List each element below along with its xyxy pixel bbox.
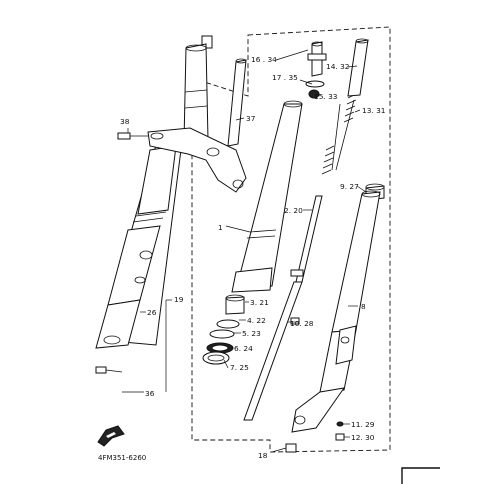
callout-9-27: 9. 27 (340, 182, 359, 191)
callout-15-33: 15. 33 (314, 92, 338, 101)
callout-11-29: 11. 29 (351, 420, 375, 429)
callout-4-22: 4. 22 (247, 316, 266, 325)
callout-2-20: 2. 20 (284, 206, 303, 215)
outer-tube-8 (291, 190, 381, 433)
front-direction-arrow-icon (97, 425, 125, 447)
callout-14-32: 14. 32 (326, 62, 350, 71)
callout-38: 38 (120, 117, 130, 126)
callout-8: 8 (361, 302, 366, 311)
fork-spring (321, 93, 357, 175)
leader-lines (122, 49, 367, 453)
callout-13-31: 13. 31 (362, 106, 386, 115)
callout-19: 19 (174, 295, 184, 304)
drain-bolt (335, 421, 345, 441)
spacer-14 (347, 38, 369, 97)
callout-36: 36 (145, 389, 155, 398)
drawing-code: 4FM351-6260 (98, 454, 146, 462)
callout-12-30: 12. 30 (351, 433, 375, 442)
under-bracket (147, 58, 247, 193)
callout-5-23: 5. 23 (242, 329, 261, 338)
callout-3-21: 3. 21 (250, 298, 269, 307)
callout-16-34: 16 . 34 (251, 55, 277, 64)
assembly-dashed-outline (191, 26, 391, 453)
corner-crop-mark (401, 467, 440, 484)
callout-6-24: 6. 24 (234, 344, 253, 353)
callout-1: 1 (218, 223, 223, 232)
assembled-fork-leg (95, 35, 213, 349)
bolt-18 (285, 443, 297, 453)
callout-37: 37 (246, 114, 256, 123)
callout-18: 18 (258, 451, 268, 460)
inner-tube-1 (231, 100, 303, 293)
damper-rod (243, 195, 323, 421)
callout-10-28: 10. 28 (290, 319, 314, 328)
bolt-36 (95, 366, 123, 374)
callout-17-35: 17 . 35 (272, 73, 298, 82)
seal-stack (202, 294, 245, 365)
cap-bolt-16 (305, 41, 327, 99)
callout-7-25: 7. 25 (230, 363, 249, 372)
bolt-38 (117, 132, 148, 140)
callout-26: 26 (147, 308, 157, 317)
